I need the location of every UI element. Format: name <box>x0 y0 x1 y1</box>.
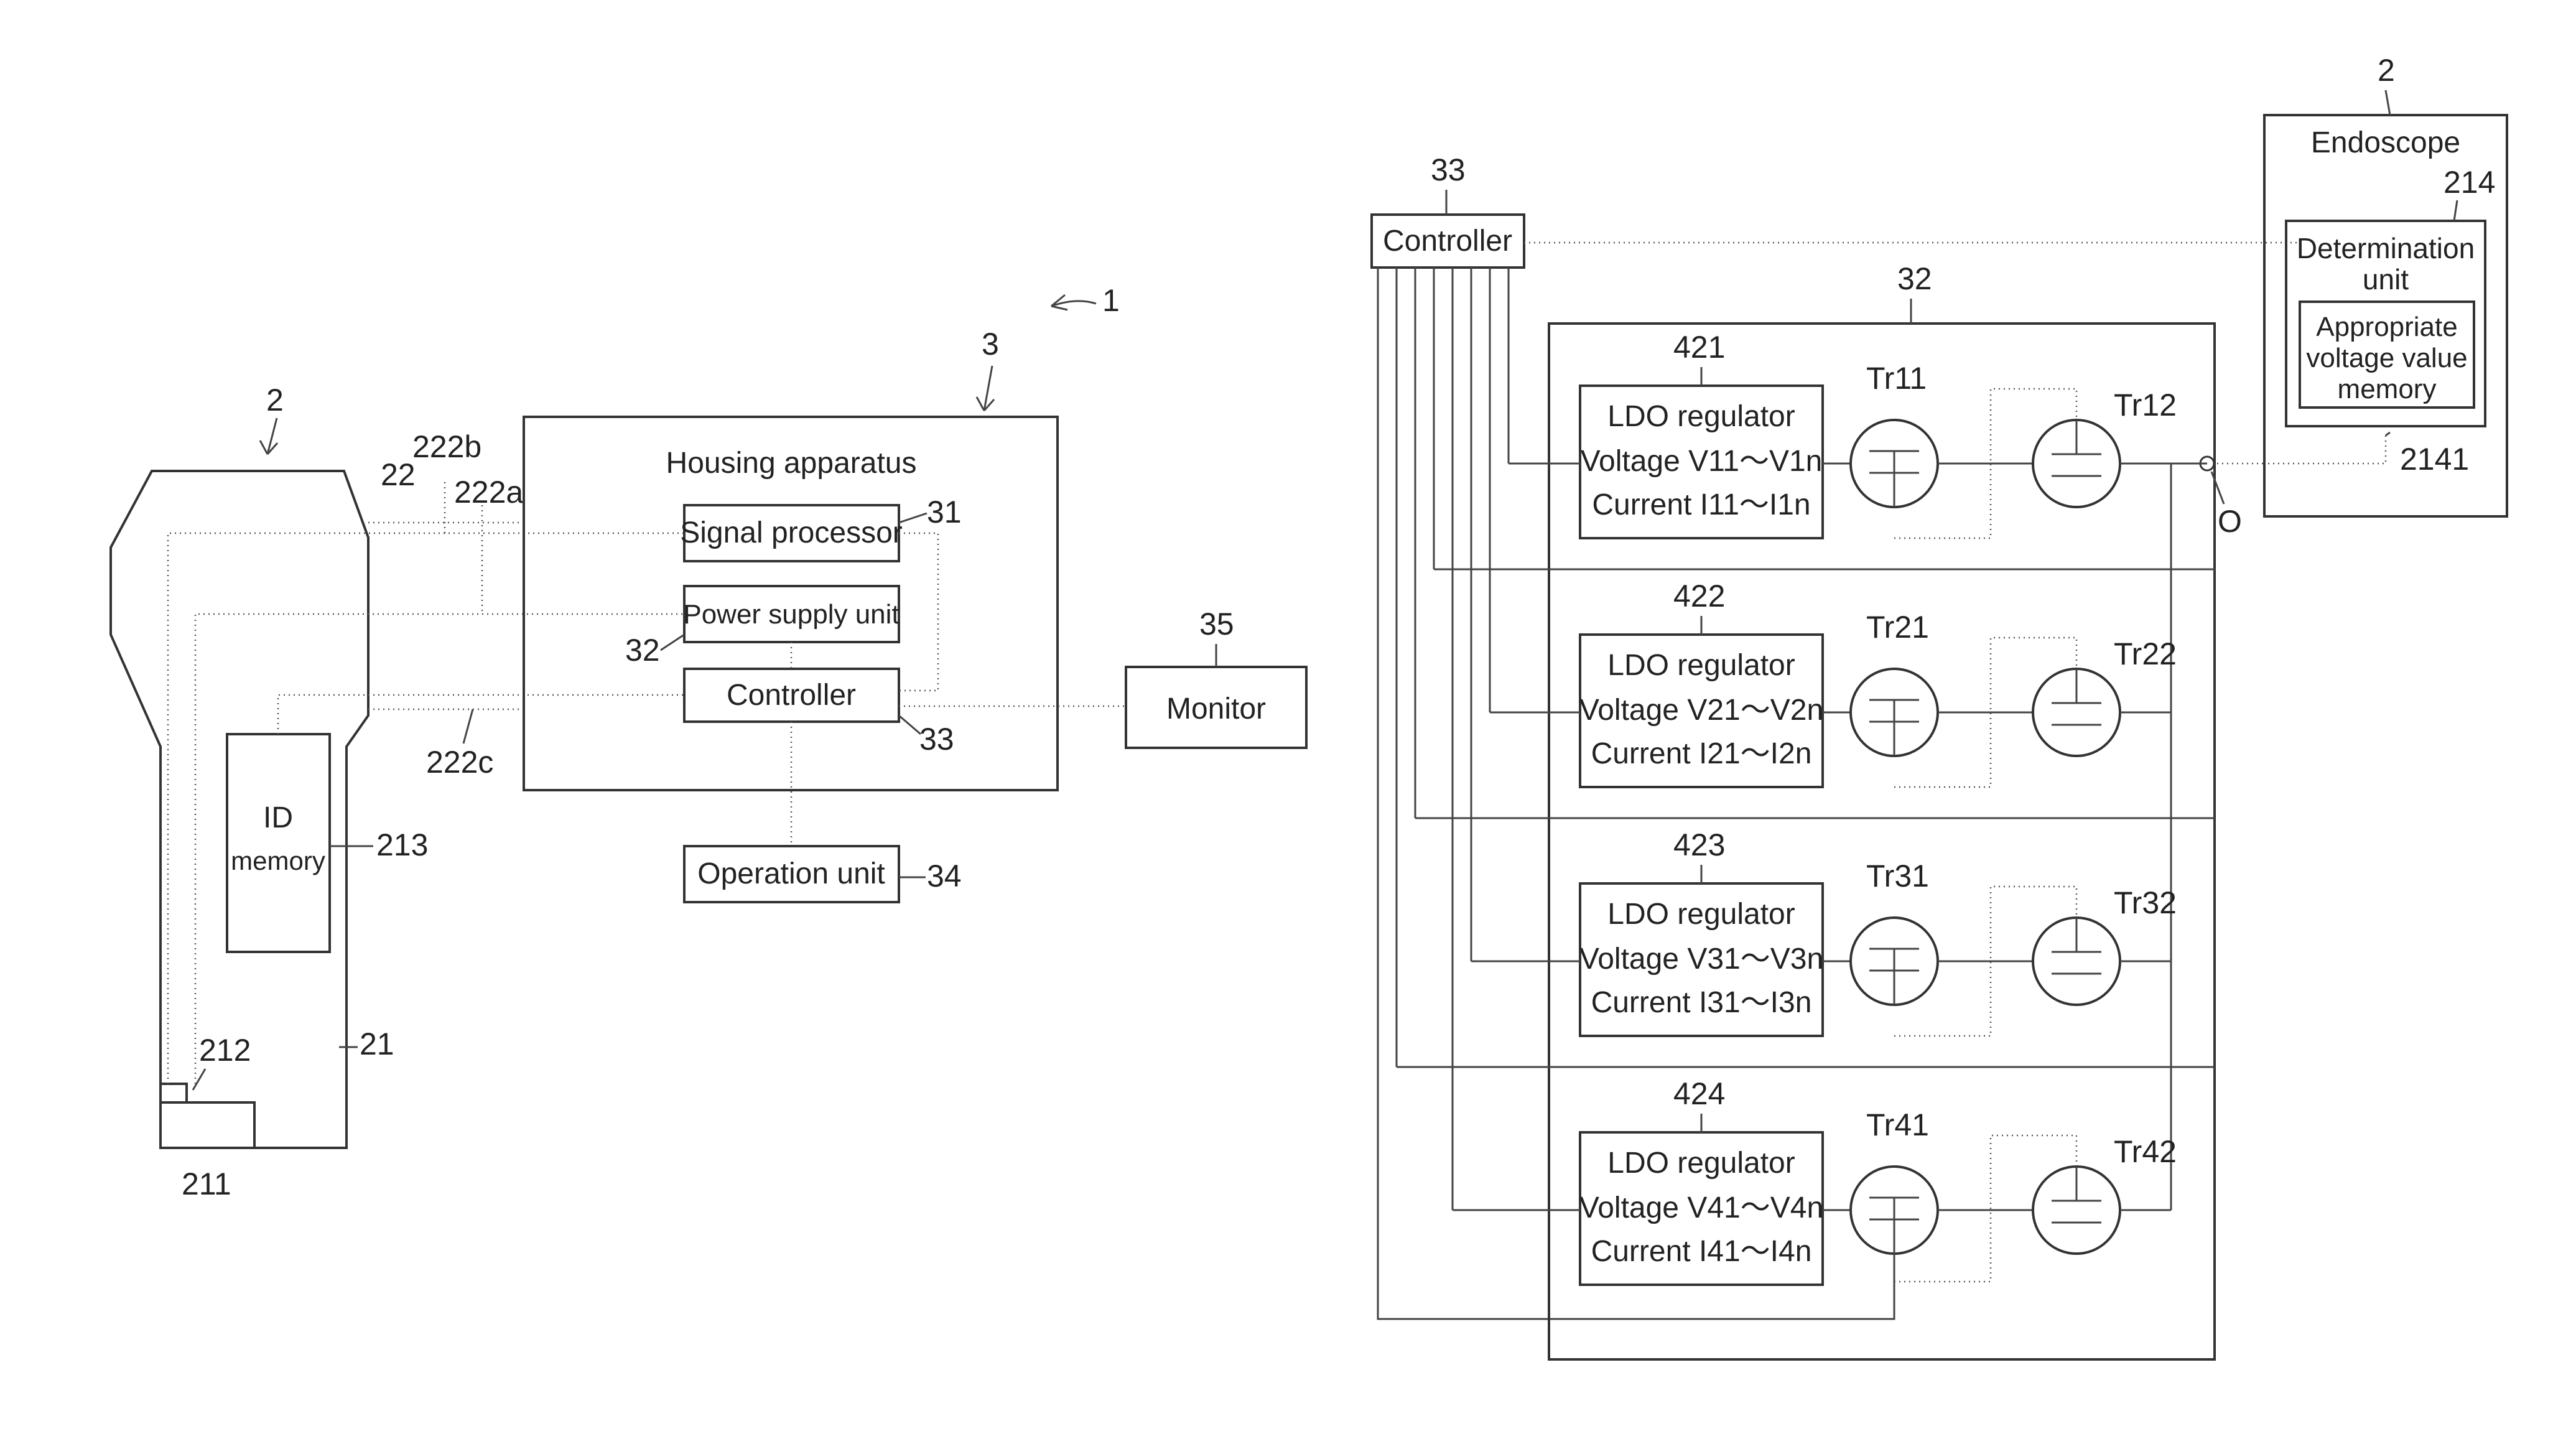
regulator-title-421: LDO regulator <box>1607 400 1795 433</box>
line-222c-leader <box>463 709 473 743</box>
transistor-label-tr41: Tr41 <box>1866 1107 1929 1142</box>
power-supply-ref: 32 <box>625 633 660 668</box>
cable-22-ref: 22 <box>381 457 416 492</box>
transistor-label-tr31: Tr31 <box>1866 859 1929 893</box>
transistor-label-tr42: Tr42 <box>2114 1134 2177 1169</box>
operation-unit-label: Operation unit <box>697 857 885 890</box>
left-controller-label: Controller <box>727 679 856 712</box>
transistor-label-tr22: Tr22 <box>2114 636 2177 671</box>
determination-leader <box>2454 200 2457 221</box>
transistor-label-tr32: Tr32 <box>2114 885 2177 920</box>
regulator-ref-423: 423 <box>1673 827 1725 862</box>
terminal-212 <box>160 1084 187 1102</box>
right-controller-label: Controller <box>1383 225 1512 258</box>
regulator-ref-422: 422 <box>1673 579 1725 613</box>
voltage-memory-label-2: voltage value <box>2306 343 2467 373</box>
endoscope-title: Endoscope <box>2311 126 2460 159</box>
signal-processor-label: Signal processor <box>680 516 903 549</box>
regulator-current-424: Current I41～I4n <box>1591 1235 1812 1268</box>
id-memory-box <box>227 734 330 952</box>
right-controller-ref: 33 <box>1431 152 1466 187</box>
regulator-title-424: LDO regulator <box>1607 1147 1795 1180</box>
right-endoscope-ref: 2 <box>2378 53 2395 88</box>
left-controller-ref: 33 <box>919 722 954 757</box>
regulator-current-423: Current I31～I3n <box>1591 986 1812 1019</box>
system-ref-label: 1 <box>1102 283 1120 318</box>
terminal-212-ref: 212 <box>199 1033 251 1068</box>
signal-processor-ref: 31 <box>927 495 962 529</box>
determination-label-2: unit <box>2363 263 2409 296</box>
memory-to-output-line <box>2264 436 2386 464</box>
regulator-ref-424: 424 <box>1673 1076 1725 1111</box>
right-endoscope-leader <box>2386 90 2390 115</box>
voltage-memory-leader <box>2386 432 2390 436</box>
power-supply-label: Power supply unit <box>683 599 899 630</box>
monitor-label: Monitor <box>1166 692 1266 725</box>
transistor-label-tr21: Tr21 <box>1866 610 1929 645</box>
regulator-stage-422: 422 LDO regulator Voltage V21～V2n Curren… <box>1415 579 2177 818</box>
regulator-current-422: Current I21～I2n <box>1591 737 1812 770</box>
line-222a-ref: 222a <box>454 475 523 510</box>
regulator-ref-421: 421 <box>1673 330 1725 365</box>
regulator-voltage-423: Voltage V31～V3n <box>1579 943 1823 976</box>
transistor-label-tr12: Tr12 <box>2114 388 2177 422</box>
id-memory-label-2: memory <box>231 846 325 875</box>
sp-to-controller-line <box>899 533 938 691</box>
voltage-memory-ref: 2141 <box>2400 442 2469 477</box>
id-memory-label-1: ID <box>263 801 293 834</box>
regulator-voltage-421: Voltage V11～V1n <box>1581 445 1823 478</box>
control-line-222c <box>278 695 684 734</box>
operation-unit-ref: 34 <box>927 859 962 893</box>
regulator-title-423: LDO regulator <box>1607 898 1795 931</box>
connector-211-ref: 211 <box>182 1167 231 1201</box>
line-222b-ref: 222b <box>412 429 481 464</box>
transistor-label-tr11: Tr11 <box>1866 361 1927 396</box>
left-controller-leader <box>899 715 921 734</box>
monitor-ref: 35 <box>1199 607 1234 641</box>
right-figure: Controller 33 32 2 Endoscope 214 Determ <box>1372 53 2507 1359</box>
terminal-212-leader <box>193 1069 205 1090</box>
power-supply-leader <box>661 635 684 650</box>
regulator-stage-424: 424 LDO regulator Voltage V41～V4n Curren… <box>1453 1076 2177 1285</box>
determination-label-1: Determination <box>2297 232 2475 264</box>
regulator-title-422: LDO regulator <box>1607 649 1795 682</box>
voltage-memory-label-3: memory <box>2338 374 2437 404</box>
regulator-voltage-422: Voltage V21～V2n <box>1579 694 1823 727</box>
endoscope-ref-label: 2 <box>266 383 284 417</box>
body-21-ref: 21 <box>360 1027 394 1061</box>
determination-ref: 214 <box>2443 165 2495 200</box>
regulator-current-421: Current I11～I1n <box>1592 488 1810 521</box>
output-label-o: O <box>2218 504 2242 539</box>
housing-title: Housing apparatus <box>666 447 917 480</box>
right-power-ref: 32 <box>1897 261 1932 296</box>
regulator-stage-423: 423 LDO regulator Voltage V31～V3n Curren… <box>1397 827 2177 1067</box>
housing-ref: 3 <box>982 327 999 361</box>
id-memory-ref: 213 <box>376 827 428 862</box>
left-figure: 1 2 211 212 21 ID memory 213 22 222b <box>111 283 1306 1201</box>
signal-processor-leader <box>899 513 927 523</box>
line-222c-ref: 222c <box>426 745 493 780</box>
voltage-memory-label-1: Appropriate <box>2316 312 2457 342</box>
regulator-voltage-424: Voltage V41～V4n <box>1579 1191 1823 1224</box>
connector-211 <box>160 1102 254 1148</box>
